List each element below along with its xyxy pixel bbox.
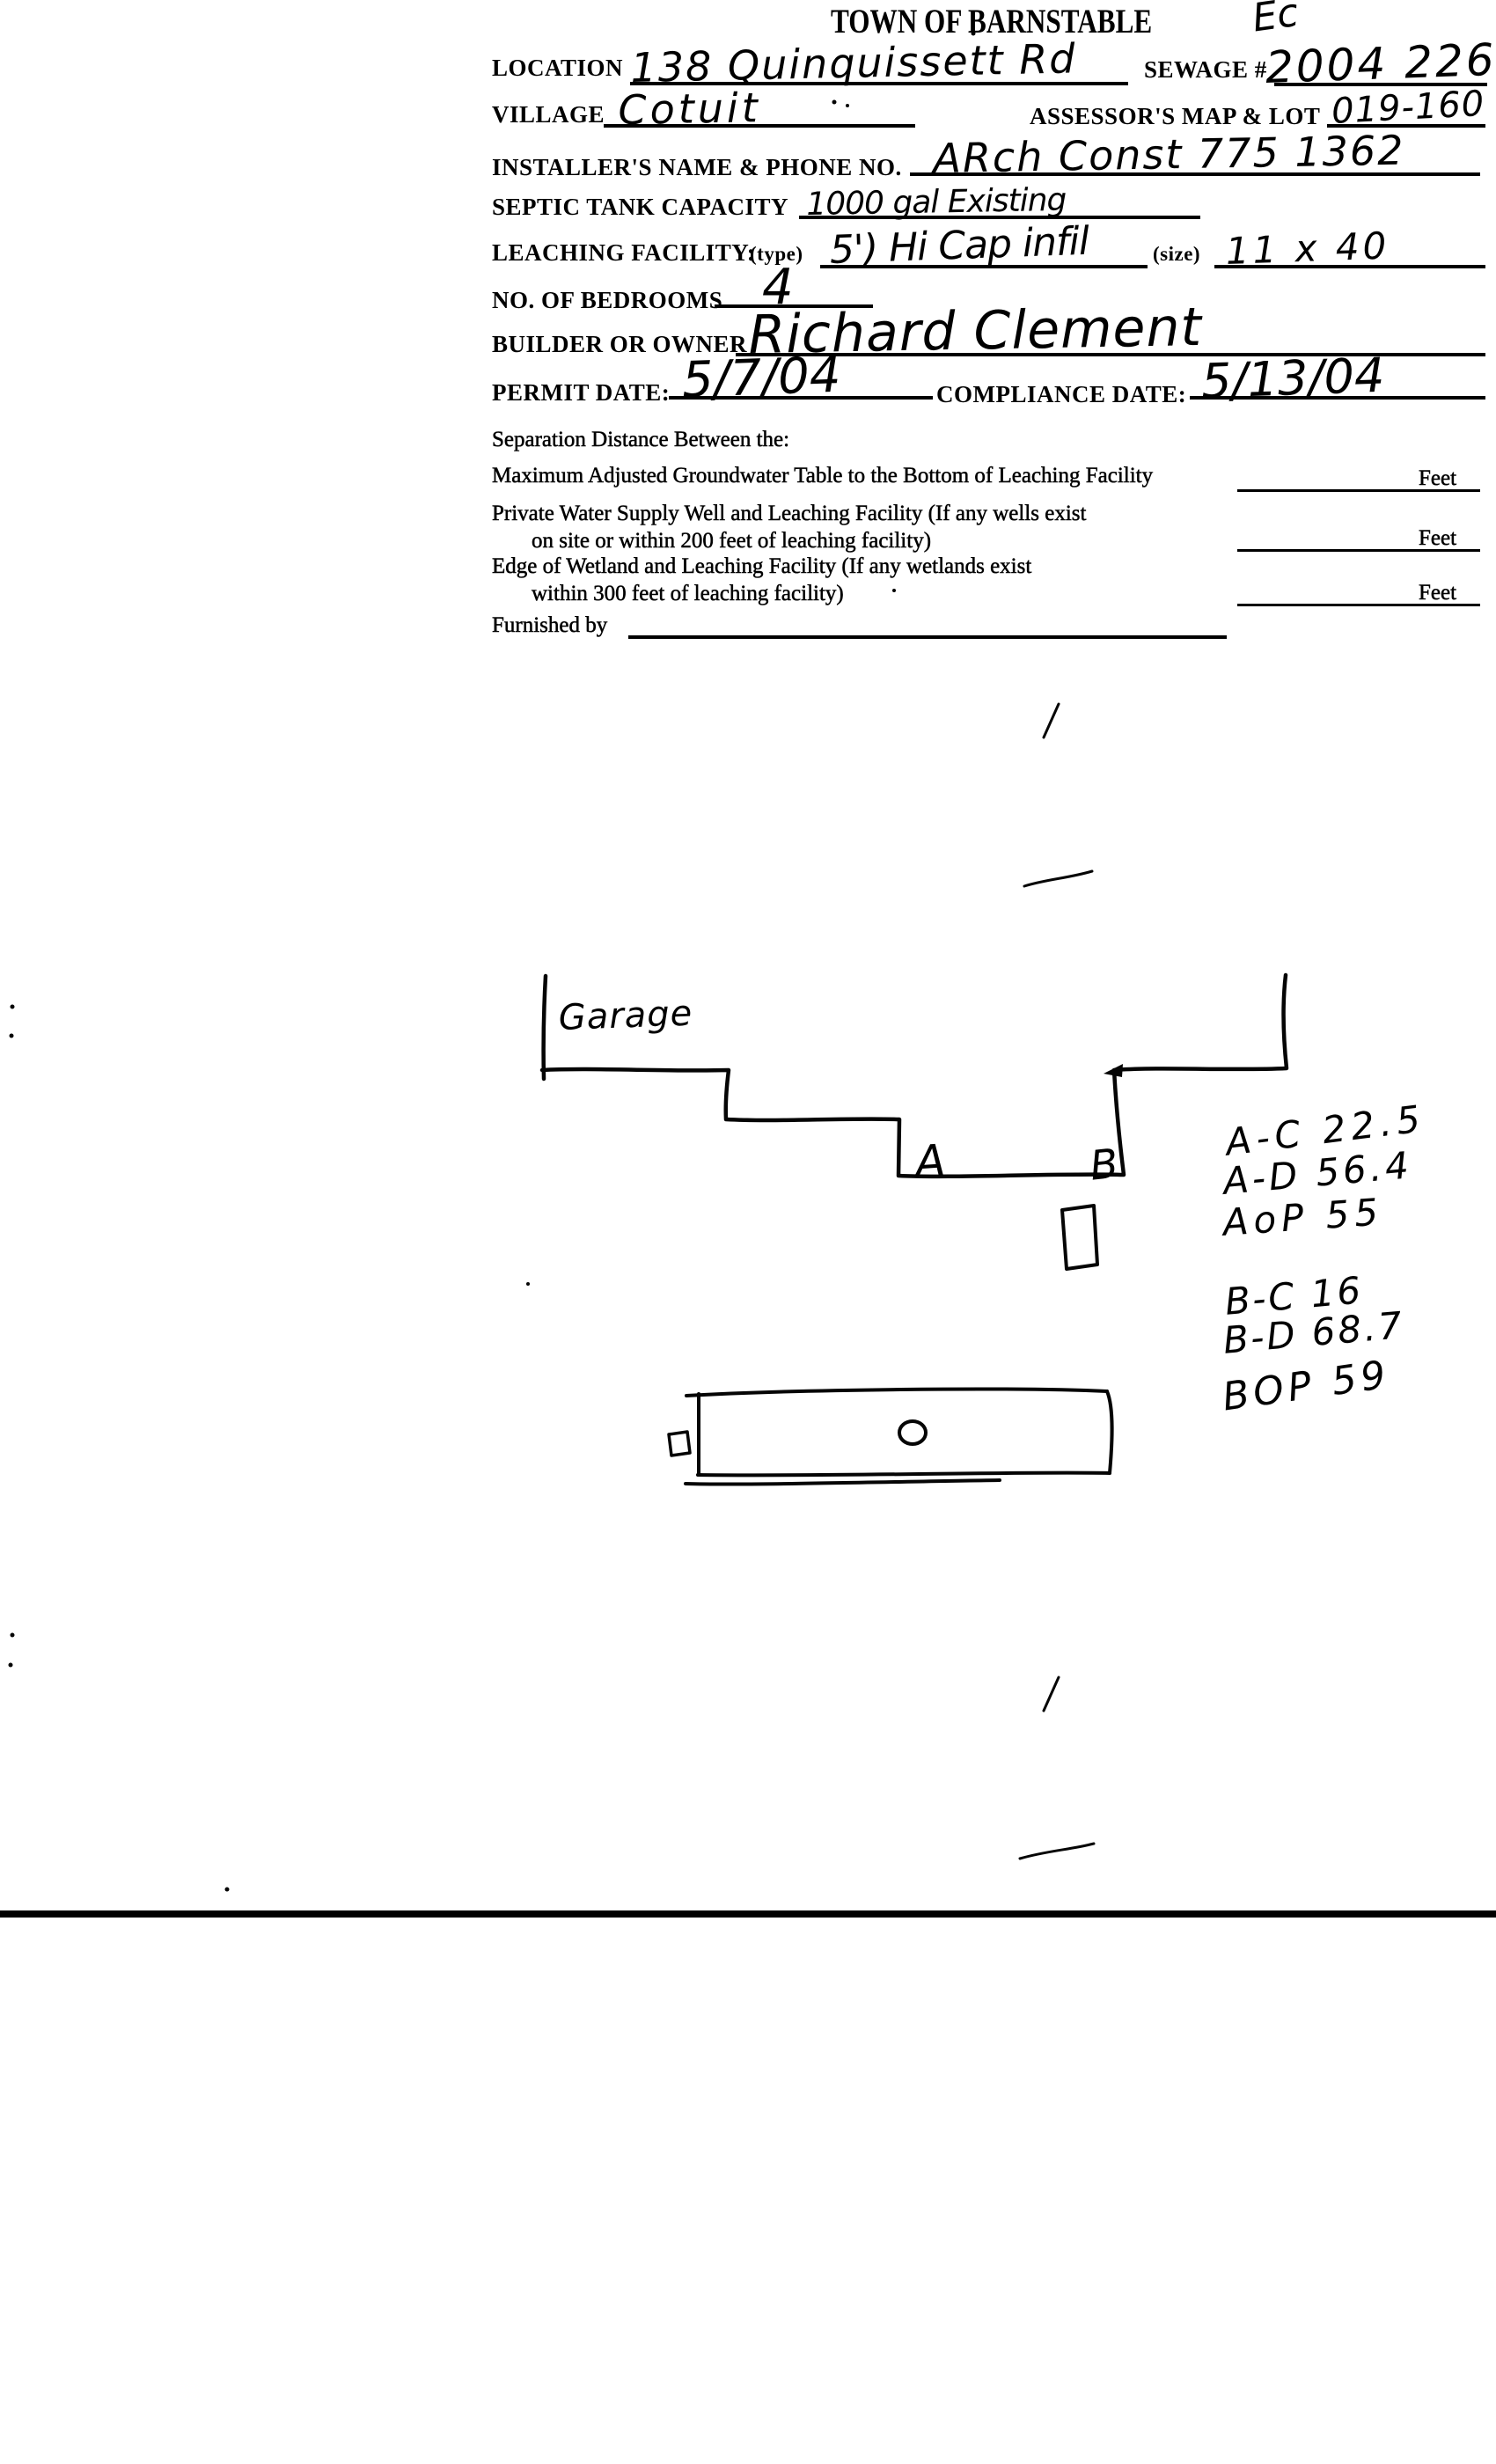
separation-row1-unit: Feet xyxy=(1419,466,1457,491)
leaching-type-line xyxy=(820,265,1148,268)
leaching-label: LEACHING FACILITY: xyxy=(492,239,756,266)
separation-row2-unit: Feet xyxy=(1419,526,1457,551)
tank-top-edge xyxy=(685,1387,1109,1397)
separation-row3-line xyxy=(1237,604,1480,606)
leaching-size-line xyxy=(1214,265,1485,268)
tank-right-edge xyxy=(1105,1390,1114,1475)
builder-line xyxy=(736,353,1485,356)
septic-capacity-line xyxy=(799,216,1200,219)
handwritten-ec: Ec xyxy=(1250,0,1302,41)
separation-row2-line1: Private Water Supply Well and Leaching F… xyxy=(492,502,1087,526)
separation-row1-line1: Maximum Adjusted Groundwater Table to th… xyxy=(492,464,1154,488)
noise-specks xyxy=(8,31,1123,1892)
installer-label: INSTALLER'S NAME & PHONE NO. xyxy=(492,154,902,180)
leaching-size-label: (size) xyxy=(1153,243,1201,265)
tank-circle xyxy=(898,1419,928,1446)
village-line xyxy=(604,124,915,128)
compliance-date-value: 5/13/04 xyxy=(1200,347,1386,409)
permit-date-line xyxy=(669,396,933,400)
location-label: LOCATION xyxy=(492,55,624,81)
tank-bottom-stroke2 xyxy=(684,1478,1001,1486)
sewage-line xyxy=(1274,83,1487,86)
separation-heading: Separation Distance Between the: xyxy=(492,428,790,452)
stray-slash-2 xyxy=(1042,1676,1060,1712)
assessors-label: ASSESSOR'S MAP & LOT xyxy=(1030,103,1321,129)
inlet-box xyxy=(667,1430,692,1457)
stray-dash-1 xyxy=(1023,869,1094,888)
permit-date-label: PERMIT DATE: xyxy=(492,379,671,406)
bedrooms-label: NO. OF BEDROOMS xyxy=(492,287,723,313)
separation-row3-line2: within 300 feet of leaching facility) xyxy=(532,582,844,606)
building-outline xyxy=(539,972,1289,1179)
point-b-label: B xyxy=(1088,1139,1121,1190)
installer-line xyxy=(910,172,1480,176)
permit-date-value: 5/7/04 xyxy=(681,346,842,409)
village-label: VILLAGE xyxy=(492,101,605,128)
point-a-label: A xyxy=(913,1134,948,1188)
furnished-by-label: Furnished by xyxy=(492,613,608,638)
furnished-by-line xyxy=(628,635,1227,639)
distribution-box xyxy=(1060,1204,1099,1271)
form-title: TOWN OF BARNSTABLE xyxy=(831,3,1153,40)
compliance-date-line xyxy=(1190,396,1485,400)
separation-row3-unit: Feet xyxy=(1419,581,1457,605)
page-divider-line xyxy=(0,1910,1496,1918)
leaching-type-label: (type) xyxy=(750,243,803,265)
location-line xyxy=(630,82,1128,85)
stray-slash-1 xyxy=(1042,702,1060,739)
tank-bottom-edge xyxy=(696,1470,1111,1478)
assessors-line xyxy=(1327,124,1485,128)
corner-arrow-blob xyxy=(1104,1064,1123,1077)
compliance-date-label: COMPLIANCE DATE: xyxy=(936,381,1187,407)
separation-row2-line xyxy=(1237,549,1480,552)
septic-capacity-label: SEPTIC TANK CAPACITY xyxy=(492,194,789,220)
separation-row3-line1: Edge of Wetland and Leaching Facility (I… xyxy=(492,554,1032,579)
separation-row1-line xyxy=(1237,489,1480,492)
garage-left-wall xyxy=(541,973,548,1082)
bedrooms-line xyxy=(715,304,873,308)
separation-row2-line2: on site or within 200 feet of leaching f… xyxy=(532,529,932,554)
sewage-label: SEWAGE # xyxy=(1144,56,1267,83)
garage-label: Garage xyxy=(558,993,693,1038)
stray-dash-2 xyxy=(1018,1842,1096,1860)
builder-label: BUILDER OR OWNER xyxy=(492,331,748,357)
